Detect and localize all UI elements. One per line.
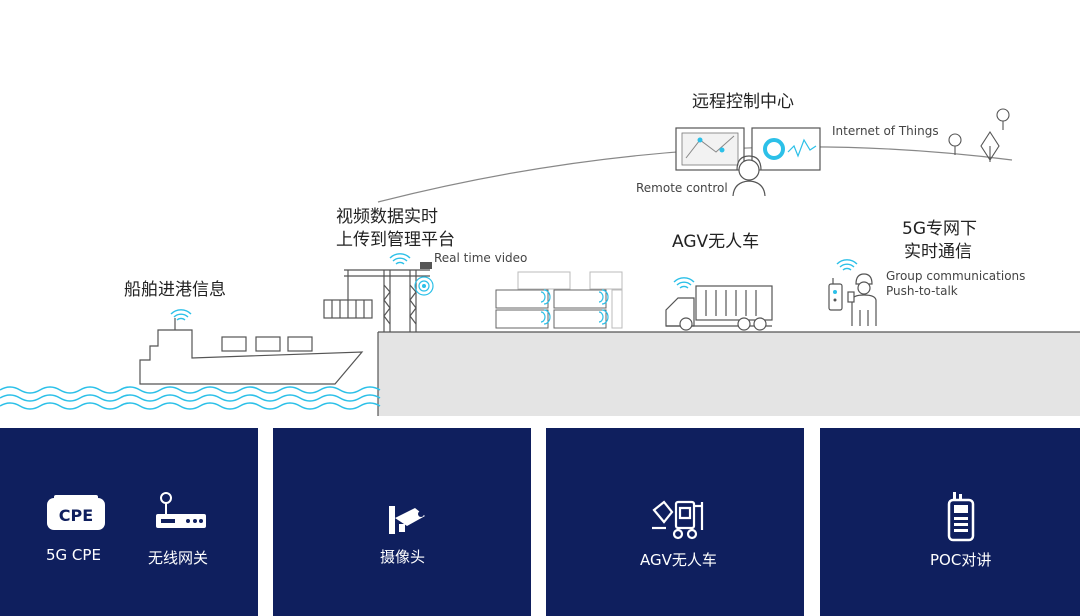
monitor-chart-icon	[751, 127, 821, 171]
agv-wifi-icon	[673, 277, 695, 289]
iot-label: Internet of Things	[832, 124, 939, 138]
panel-camera-label: 摄像头	[380, 548, 426, 566]
panel-poc: POC对讲	[820, 428, 1080, 616]
panel-cpe: CPE 5G CPE 无线网关	[0, 428, 258, 616]
container-stacks	[495, 271, 623, 329]
port-scene: 远程控制中心 Internet of Things Remote control…	[0, 92, 1080, 416]
panel-cpe-label: 5G CPE	[46, 546, 101, 564]
operator-icon	[732, 155, 766, 197]
panel-agv: AGV无人车	[546, 428, 804, 616]
radio-wifi-icon	[836, 259, 858, 271]
crane-icon	[323, 269, 430, 332]
agv-truck-icon	[665, 285, 773, 331]
panel-camera: 摄像头	[273, 428, 531, 616]
group-comm-label: Group communications	[886, 269, 1026, 283]
control-center-title: 远程控制中心	[692, 92, 794, 112]
ship-wifi-icon	[170, 309, 192, 321]
panel-gateway-label: 无线网关	[148, 549, 209, 567]
video-title-line2: 上传到管理平台	[336, 230, 455, 250]
walkie-talkie-icon	[947, 492, 975, 542]
crane-camera-icon	[414, 262, 434, 296]
crane-wifi-icon	[389, 253, 411, 265]
forklift-icon	[652, 500, 704, 540]
cpe-icon: CPE	[47, 495, 105, 530]
monitor-map-icon	[675, 127, 745, 171]
push-to-talk-label: Push-to-talk	[886, 284, 958, 298]
scene-illustration	[0, 108, 1080, 416]
ship-label: 船舶进港信息	[124, 280, 226, 300]
router-icon	[156, 492, 206, 528]
agv-scene-label: AGV无人车	[672, 232, 760, 252]
camera-icon	[389, 506, 425, 534]
private-network-line1: 5G专网下	[902, 219, 977, 239]
private-network-line2: 实时通信	[904, 242, 972, 262]
ship-icon	[139, 318, 364, 385]
remote-control-label: Remote control	[636, 181, 728, 195]
sea-waves	[0, 386, 381, 410]
video-en-label: Real time video	[434, 251, 528, 265]
svg-text:CPE: CPE	[59, 506, 93, 525]
trees-icon	[948, 108, 1010, 162]
panel-poc-label: POC对讲	[930, 551, 992, 569]
video-title-line1: 视频数据实时	[336, 207, 438, 227]
container-sensors	[540, 289, 609, 325]
radio-icon	[828, 278, 843, 311]
quay-platform	[378, 332, 1080, 416]
panel-agv-label: AGV无人车	[640, 551, 717, 569]
worker-icon	[847, 273, 877, 326]
